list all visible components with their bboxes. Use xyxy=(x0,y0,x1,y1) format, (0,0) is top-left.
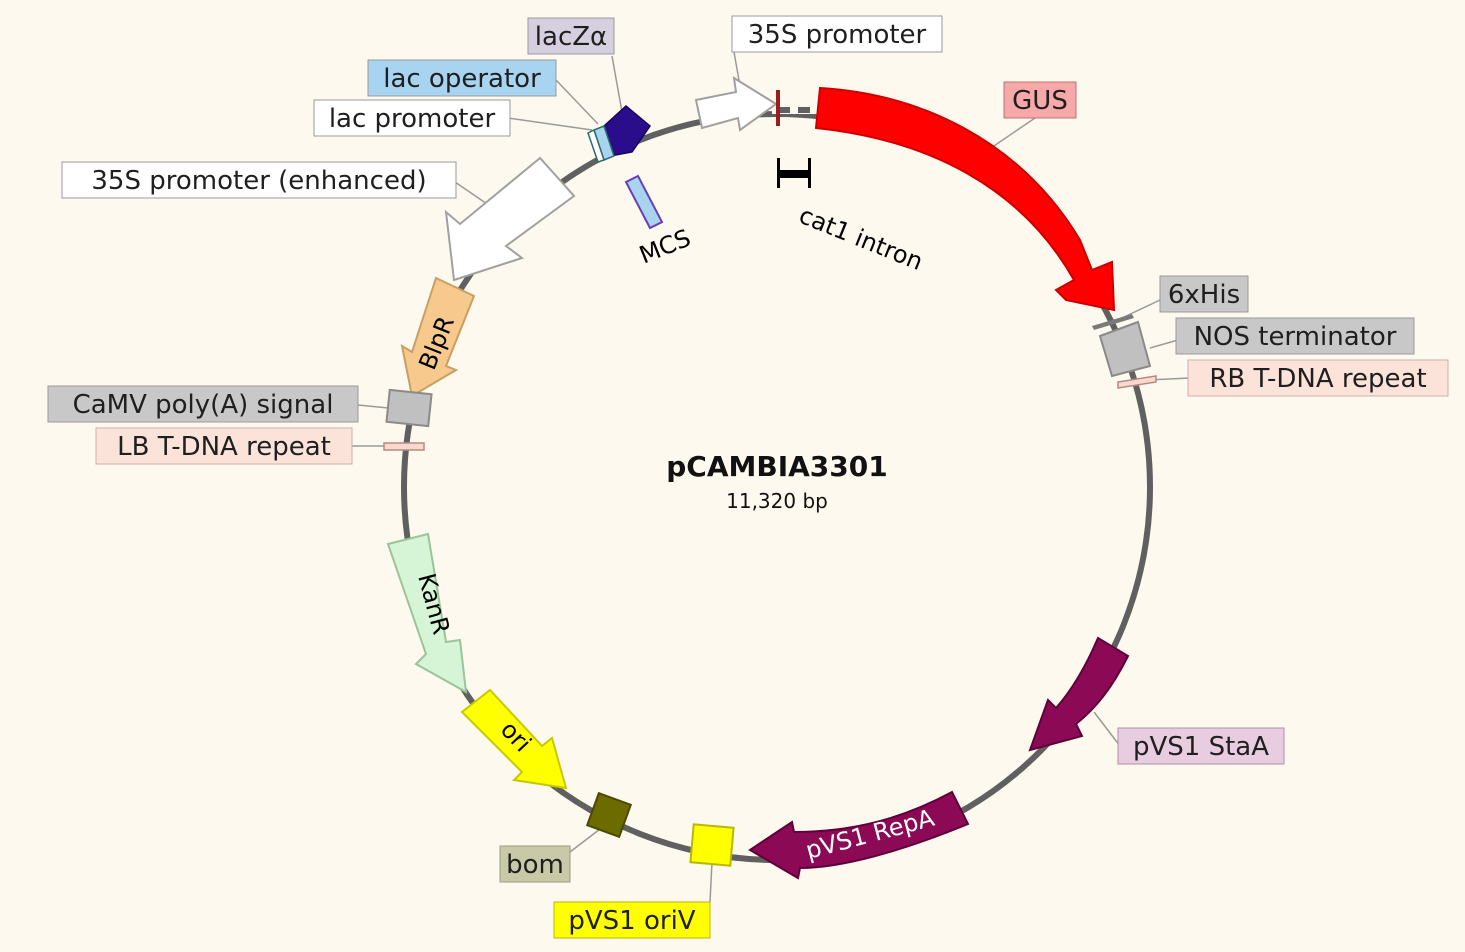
gus-arrow[interactable] xyxy=(814,86,1116,312)
rb-repeat-marker[interactable] xyxy=(1117,375,1157,389)
label-gus-box[interactable]: GUS xyxy=(1003,81,1077,119)
mcs-marker[interactable] xyxy=(624,174,664,230)
plasmid-size: 11,320 bp xyxy=(726,489,828,513)
promoter-35s-enhanced-arrow[interactable] xyxy=(444,156,576,282)
lb-repeat-marker[interactable] xyxy=(383,442,425,451)
kanr-arrow[interactable] xyxy=(386,532,468,694)
label-35s-enhanced-box[interactable]: 35S promoter (enhanced) xyxy=(61,161,457,199)
label-pvs1-staa-box[interactable]: pVS1 StaA xyxy=(1117,727,1285,765)
label-camv-polya-box[interactable]: CaMV poly(A) signal xyxy=(47,385,359,423)
label-lacz-alpha: lacZα xyxy=(535,22,607,52)
label-35s-enhanced: 35S promoter (enhanced) xyxy=(91,166,426,196)
label-camv-polya: CaMV poly(A) signal xyxy=(73,390,334,420)
label-lac-operator-box[interactable]: lac operator xyxy=(367,59,557,97)
cat1-intron-marker[interactable] xyxy=(777,158,811,188)
label-gus: GUS xyxy=(1012,86,1068,116)
pvs1-oriv-marker[interactable] xyxy=(689,823,735,867)
bom-marker[interactable] xyxy=(585,791,633,839)
label-pvs1-staa: pVS1 StaA xyxy=(1133,732,1269,762)
label-cat1-intron: cat1 intron xyxy=(795,201,927,276)
label-his6: 6xHis xyxy=(1168,280,1240,310)
promoter-35s-end-mark xyxy=(776,90,780,126)
lac-promoter-marker[interactable] xyxy=(587,128,605,163)
label-pvs1-oriv: pVS1 oriV xyxy=(568,906,695,936)
label-lac-operator: lac operator xyxy=(383,64,541,94)
label-35s-promoter-box[interactable]: 35S promoter xyxy=(731,15,943,53)
blpr-arrow[interactable] xyxy=(400,276,476,398)
his6-marker[interactable] xyxy=(1092,314,1134,330)
nos-terminator-marker[interactable] xyxy=(1098,320,1152,378)
label-nos-terminator-box[interactable]: NOS terminator xyxy=(1175,317,1415,355)
label-pvs1-oriv-box[interactable]: pVS1 oriV xyxy=(553,901,711,939)
ori-arrow[interactable] xyxy=(460,688,568,790)
leader-lines xyxy=(352,51,1191,903)
label-rb-repeat: RB T-DNA repeat xyxy=(1209,364,1426,394)
label-lb-repeat-box[interactable]: LB T-DNA repeat xyxy=(95,427,353,465)
label-lacz-alpha-box[interactable]: lacZα xyxy=(527,17,615,55)
label-lac-promoter: lac promoter xyxy=(329,104,496,134)
promoter-35s-arrow[interactable] xyxy=(694,76,778,132)
label-35s-promoter: 35S promoter xyxy=(748,20,927,50)
label-rb-repeat-box[interactable]: RB T-DNA repeat xyxy=(1187,359,1449,397)
camv-polya-marker[interactable] xyxy=(385,388,433,428)
label-mcs: MCS xyxy=(635,224,694,270)
label-lac-promoter-box[interactable]: lac promoter xyxy=(313,99,511,137)
plasmid-name: pCAMBIA3301 xyxy=(666,450,887,483)
pvs1-staa-arrow[interactable] xyxy=(1028,636,1130,752)
label-lb-repeat: LB T-DNA repeat xyxy=(117,432,331,462)
label-nos-terminator: NOS terminator xyxy=(1194,322,1397,352)
label-bom-box[interactable]: bom xyxy=(499,845,571,883)
pvs1-repa-arrow[interactable] xyxy=(748,790,970,880)
label-bom: bom xyxy=(506,850,564,880)
label-his6-box[interactable]: 6xHis xyxy=(1159,275,1249,313)
